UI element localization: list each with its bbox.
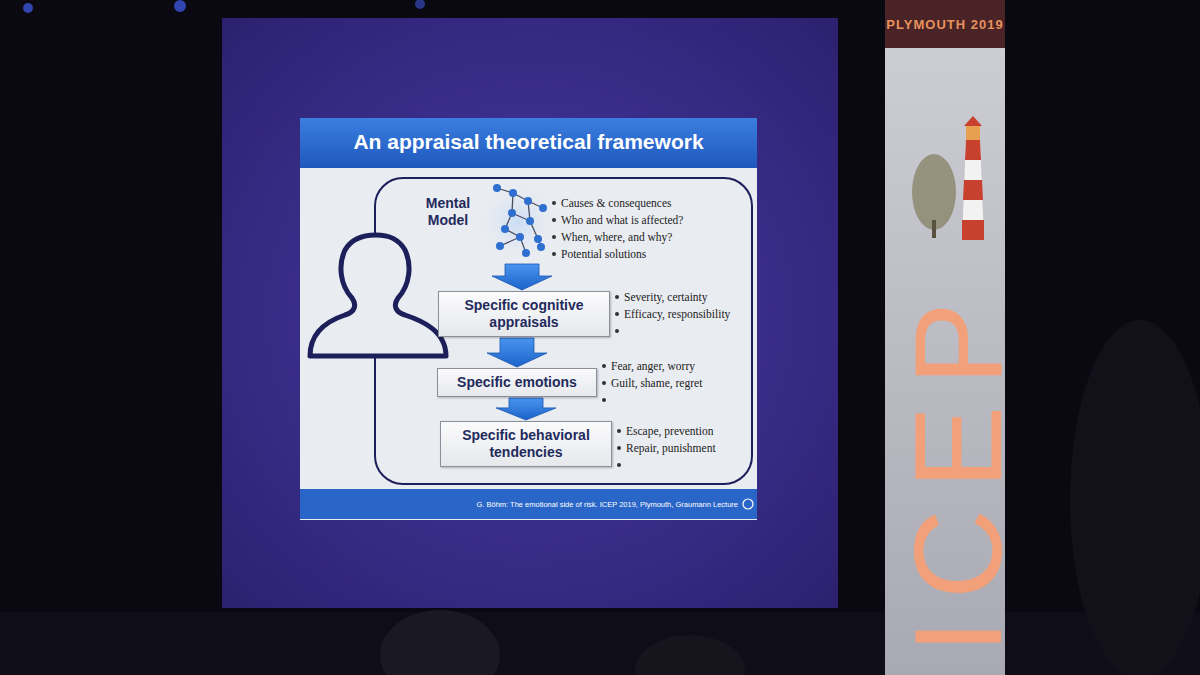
mental-model-node: Mental Model [412,183,552,263]
bullet-text: Fear, anger, worry [611,359,695,373]
bullet-text: Causes & consequences [561,196,672,210]
bullet-dot [552,218,556,222]
audience-silhouette [1070,320,1200,675]
bullet-dot [617,446,621,450]
block-arrow [492,264,552,290]
bullet-dot [615,329,619,333]
bullet-dot [552,252,556,256]
banner-illustration [912,116,984,240]
block-arrow [496,398,556,420]
footer-credit: G. Böhm: The emotional side of risk. ICE… [476,500,738,509]
bullet-text: Who and what is affected? [561,213,683,227]
bullet-dot [617,463,621,467]
stage-light [23,3,33,13]
node-label: Specific emotions [444,374,590,391]
bullet-dot [615,295,619,299]
bullet-dot [615,312,619,316]
audience-head [380,610,500,675]
bullet-text: Potential solutions [561,247,646,261]
slide-header-bar [300,118,757,168]
bullet-text: Escape, prevention [626,424,714,438]
projection-screen [222,18,838,608]
process-box: Specific cognitive appraisals [438,291,610,337]
process-box: Specific emotions [437,368,597,397]
footer-logo [743,499,753,509]
block-arrow [487,338,547,367]
bullet-dot [552,201,556,205]
stage-light [174,0,186,12]
network-icon [478,182,558,262]
node-label: Mental Model [412,195,484,229]
bullet-text: Efficacy, responsibility [624,307,730,321]
stage-floor [0,612,1200,675]
node-label: Specific cognitive appraisals [445,297,603,331]
bullet-text: When, where, and why? [561,230,672,244]
audience-head [635,635,745,675]
process-box: Specific behavioral tendencies [440,421,612,467]
node-label: Specific behavioral tendencies [447,427,605,461]
bullet-text: Guilt, shame, regret [611,376,702,390]
banner-top-band [885,0,1005,48]
head-silhouette [310,235,446,356]
bullet-dot [602,364,606,368]
slide-title: An appraisal theoretical framework [300,130,757,154]
stage-light [415,0,425,9]
banner-heading: PLYMOUTH 2019 [886,17,1003,32]
banner-logo-text: ICEP [895,282,1020,654]
slide [300,118,757,520]
bullet-text: Repair, punishment [626,441,716,455]
bullet-dot [602,398,606,402]
slide-footer-bar [300,489,757,519]
bullet-text: Severity, certainty [624,290,708,304]
bullet-dot [552,235,556,239]
bullet-dot [602,381,606,385]
bullet-dot [617,429,621,433]
